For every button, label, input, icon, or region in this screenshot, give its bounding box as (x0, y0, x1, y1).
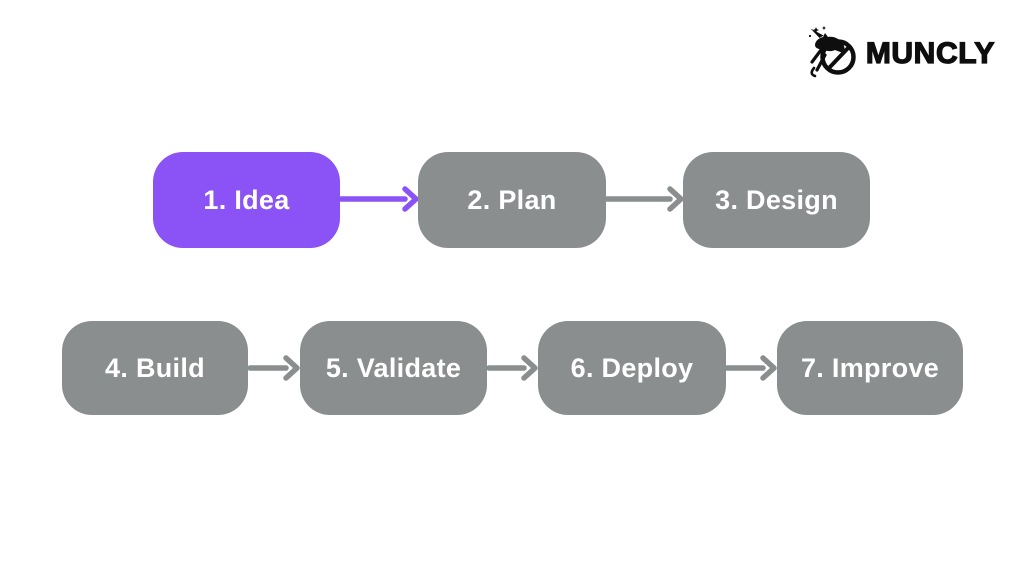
brand-logo: MUNCLY (807, 26, 995, 78)
step-label: 7. Improve (800, 352, 940, 383)
arrow-plan-to-design (604, 186, 684, 212)
step-label: 2. Plan (467, 184, 557, 215)
step-label: 6. Deploy (570, 352, 694, 383)
step-box-plan: 2. Plan (418, 152, 606, 248)
arrow-validate-to-deploy (486, 355, 538, 381)
step-box-deploy: 6. Deploy (538, 321, 726, 415)
arrow-deploy-to-improve (724, 355, 777, 381)
step-label: 5. Validate (325, 352, 462, 383)
step-box-idea: 1. Idea (153, 152, 340, 248)
arrow-idea-to-plan (338, 186, 419, 212)
step-label: 4. Build (105, 352, 205, 383)
unicorn-ring-icon (808, 26, 856, 78)
step-box-validate: 5. Validate (300, 321, 487, 415)
step-box-design: 3. Design (683, 152, 870, 248)
step-label: 1. Idea (203, 184, 290, 215)
step-label: 3. Design (715, 184, 838, 215)
arrow-build-to-validate (247, 355, 300, 381)
step-box-build: 4. Build (62, 321, 248, 415)
brand-wordmark: MUNCLY (865, 37, 995, 70)
step-box-improve: 7. Improve (777, 321, 963, 415)
